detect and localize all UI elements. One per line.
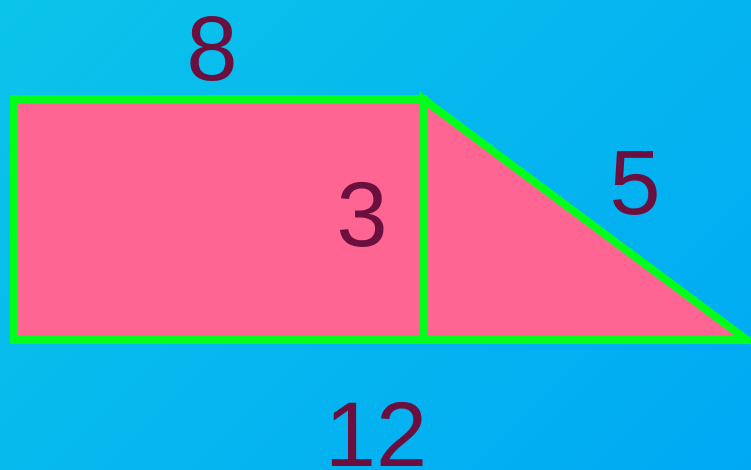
triangle-shape — [419, 91, 751, 344]
rectangle-shape — [10, 95, 427, 344]
label-slanted-side: 5 — [609, 132, 660, 234]
label-height: 3 — [336, 164, 387, 266]
label-bottom-side: 12 — [325, 384, 427, 470]
label-top-side: 8 — [186, 0, 237, 100]
